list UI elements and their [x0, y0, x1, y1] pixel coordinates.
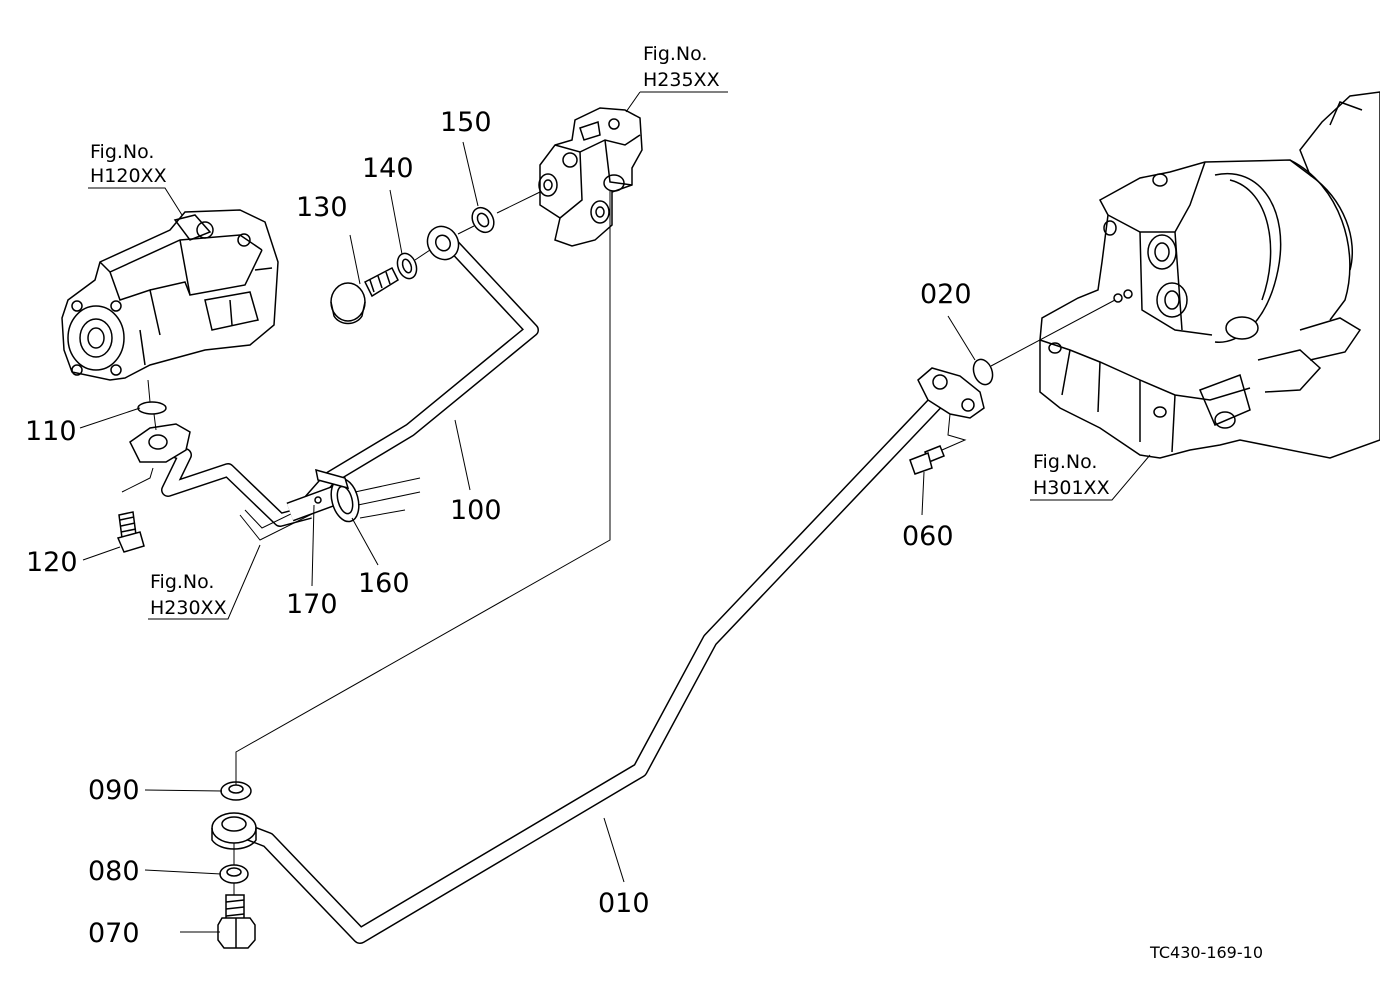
figure-caption: Fig.No.: [643, 43, 707, 65]
part-label-010: 010: [598, 888, 650, 919]
transmission-case-drawing: [1039, 91, 1380, 459]
o-ring-110: [137, 401, 167, 415]
control-valve-drawing: [538, 107, 643, 247]
figure-caption: Fig.No.: [150, 571, 214, 593]
part-label-080: 080: [88, 856, 140, 887]
figure-caption: Fig.No.: [1033, 451, 1097, 473]
figure-number: H235XX: [643, 69, 720, 91]
hydraulic-pump-drawing: [61, 209, 279, 381]
figure-number: H230XX: [150, 597, 227, 619]
washer-140: [396, 252, 418, 280]
part-label-130: 130: [296, 192, 348, 223]
part-label-120: 120: [26, 547, 78, 578]
part-label-160: 160: [358, 568, 410, 599]
figure-number: H120XX: [90, 165, 167, 187]
part-label-070: 070: [88, 918, 140, 949]
washer-080: [219, 864, 249, 884]
part-label-100: 100: [450, 495, 502, 526]
leader-lines: [79, 91, 1151, 933]
figure-reference-h230: Fig.No. H230XX: [150, 571, 227, 619]
part-label-110: 110: [25, 416, 77, 447]
o-ring-020: [972, 358, 994, 386]
pipe-flange-010: [917, 367, 985, 419]
figure-number: H301XX: [1033, 477, 1110, 499]
drawing-code: TC430-169-10: [1149, 943, 1263, 962]
bolt-060: [909, 445, 945, 475]
hose-clamp: [286, 468, 421, 523]
delivery-pipe-100: [294, 225, 539, 517]
part-label-020: 020: [920, 279, 972, 310]
washer-150: [471, 206, 495, 234]
part-labels: 110 120 130 140 150 100 160 170 020 060 …: [25, 107, 972, 949]
part-label-140: 140: [362, 153, 414, 184]
suction-pipe: [129, 423, 331, 541]
delivery-pipe-010: [239, 392, 946, 944]
figure-caption: Fig.No.: [90, 141, 154, 163]
figure-reference-h120: Fig.No. H120XX: [90, 141, 167, 187]
bolt-120: [116, 511, 145, 553]
part-label-150: 150: [440, 107, 492, 138]
part-label-090: 090: [88, 775, 140, 806]
part-label-170: 170: [286, 589, 338, 620]
banjo-bolt-070: [217, 894, 256, 949]
part-label-060: 060: [902, 521, 954, 552]
figure-reference-h235: Fig.No. H235XX: [643, 43, 720, 91]
figure-reference-h301: Fig.No. H301XX: [1033, 451, 1110, 499]
banjo-bolt-130: [330, 266, 399, 325]
